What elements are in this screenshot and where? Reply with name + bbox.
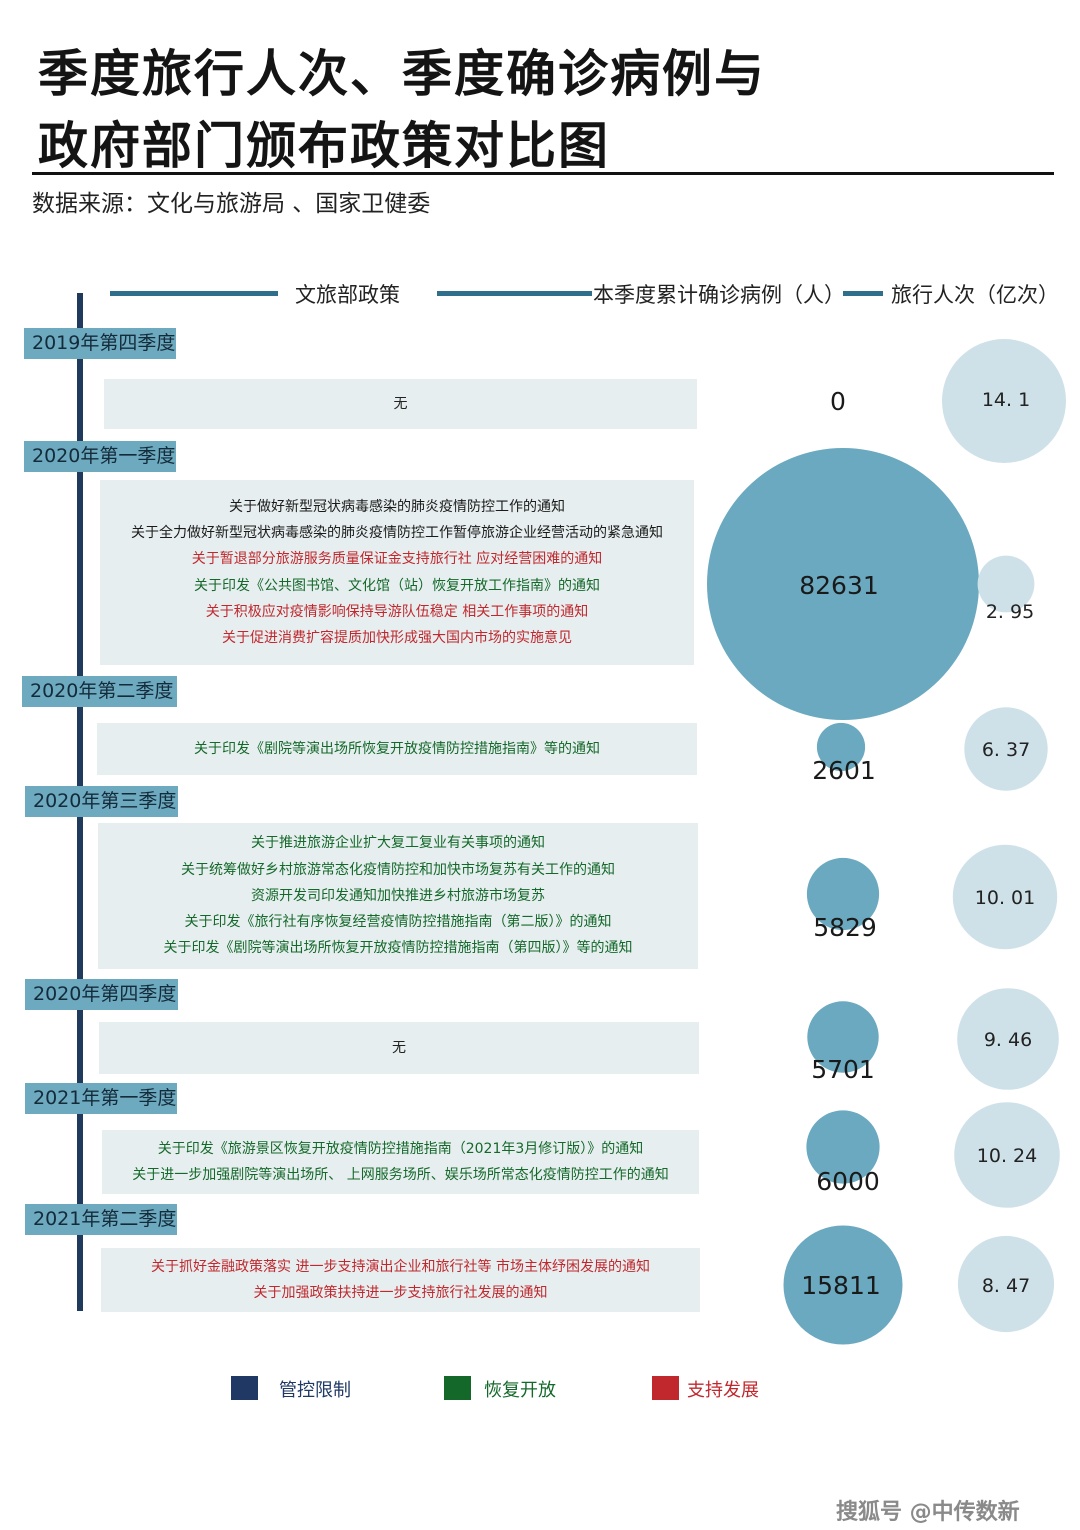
- policy-item: 关于印发《旅游景区恢复开放疫情防控措施指南（2021年3月修订版）》的通知: [157, 1140, 644, 1157]
- cases-value-label: 2601: [812, 756, 876, 785]
- policy-item: 关于统筹做好乡村旅游常态化疫情防控和加快市场复苏有关工作的通知: [181, 861, 615, 878]
- policy-item: 关于暂退部分旅游服务质量保证金支持旅行社 应对经营困难的通知: [191, 551, 603, 568]
- legend-label-control: 管控限制: [279, 1380, 351, 1401]
- title-divider: [32, 172, 1054, 175]
- header-line-left: [110, 291, 278, 296]
- cases-value-label: 0: [830, 387, 846, 416]
- cases-value-label: 6000: [816, 1167, 880, 1196]
- travel-bubble: [952, 844, 1058, 950]
- policy-item: 关于进一步加强剧院等演出场所、 上网服务场所、娱乐场所常态化疫情防控工作的通知: [132, 1167, 669, 1183]
- cases-bubble: [816, 722, 866, 772]
- travel-value-label: 9. 46: [984, 1029, 1032, 1051]
- travel-value-label: 8. 47: [982, 1275, 1030, 1297]
- policy-item: 关于积极应对疫情影响保持导游队伍稳定 相关工作事项的通知: [205, 603, 589, 620]
- policy-box: 关于做好新型冠状病毒感染的肺炎疫情防控工作的通知关于全力做好新型冠状病毒感染的肺…: [100, 480, 694, 665]
- travel-value-label: 6. 37: [982, 739, 1030, 761]
- cases-value-label: 82631: [799, 571, 879, 600]
- policy-item: 关于印发《旅行社有序恢复经营疫情防控措施指南（第二版）》的通知: [184, 914, 612, 931]
- quarter-tag: 2019年第四季度: [24, 328, 176, 359]
- quarter-tag: 2021年第二季度: [25, 1204, 177, 1235]
- policy-item: 无: [392, 1039, 406, 1056]
- policy-item: 关于促进消费扩容提质加快形成强大国内市场的实施意见: [222, 629, 572, 646]
- policy-item: 关于印发《剧院等演出场所恢复开放疫情防控措施指南（第四版）》等的通知: [163, 940, 633, 957]
- policy-item: 关于全力做好新型冠状病毒感染的肺炎疫情防控工作暂停旅游企业经营活动的紧急通知: [131, 525, 663, 542]
- quarter-tag: 2020年第三季度: [25, 786, 178, 817]
- policy-box: 关于推进旅游企业扩大复工复业有关事项的通知关于统筹做好乡村旅游常态化疫情防控和加…: [98, 823, 698, 969]
- page-title-line2: 政府部门颁布政策对比图: [38, 117, 610, 175]
- legend-label-support: 支持发展: [687, 1380, 759, 1401]
- travel-value-label: 14. 1: [982, 389, 1030, 411]
- policy-item: 关于印发《公共图书馆、文化馆（站）恢复开放工作指南》的通知: [194, 577, 600, 594]
- legend-swatch-reopen: [444, 1376, 471, 1400]
- cases-value-label: 5701: [811, 1055, 875, 1084]
- cases-bubble: [707, 448, 979, 720]
- travel-bubble: [957, 1235, 1055, 1333]
- travel-bubble: [964, 707, 1048, 791]
- header-travel: 旅行人次（亿次）: [891, 283, 1059, 307]
- travel-bubble: [942, 339, 1066, 463]
- quarter-tag: 2020年第二季度: [22, 676, 177, 707]
- header-line-right: [843, 291, 883, 296]
- data-source: 数据来源：文化与旅游局 、国家卫健委: [32, 191, 431, 217]
- policy-box: 关于抓好金融政策落实 进一步支持演出企业和旅行社等 市场主体纾困发展的通知关于加…: [101, 1248, 700, 1312]
- policy-item: 关于印发《剧院等演出场所恢复开放疫情防控措施指南》等的通知: [194, 740, 600, 757]
- policy-item: 关于抓好金融政策落实 进一步支持演出企业和旅行社等 市场主体纾困发展的通知: [151, 1258, 650, 1275]
- header-policy: 文旅部政策: [295, 283, 400, 307]
- policy-box: 关于印发《剧院等演出场所恢复开放疫情防控措施指南》等的通知: [97, 723, 697, 775]
- cases-value-label: 15811: [801, 1271, 881, 1300]
- legend-swatch-control: [231, 1376, 258, 1400]
- policy-item: 关于加强政策扶持进一步支持旅行社发展的通知: [253, 1285, 548, 1301]
- travel-bubble: [977, 555, 1035, 613]
- policy-item: 关于做好新型冠状病毒感染的肺炎疫情防控工作的通知: [229, 498, 565, 515]
- quarter-tag: 2020年第一季度: [24, 441, 176, 472]
- travel-value-label: 10. 24: [977, 1145, 1037, 1167]
- policy-box: 关于印发《旅游景区恢复开放疫情防控措施指南（2021年3月修订版）》的通知关于进…: [102, 1130, 699, 1194]
- travel-value-label: 10. 01: [975, 887, 1035, 909]
- policy-item: 关于推进旅游企业扩大复工复业有关事项的通知: [251, 835, 545, 852]
- page-title-line1: 季度旅行人次、季度确诊病例与: [38, 45, 766, 103]
- policy-box: 无: [99, 1022, 699, 1074]
- quarter-tag: 2021年第一季度: [25, 1083, 177, 1114]
- quarter-tag: 2020年第四季度: [25, 979, 178, 1010]
- cases-bubble: [807, 1001, 879, 1073]
- cases-bubble: [806, 1110, 880, 1184]
- policy-item: 无: [393, 395, 408, 412]
- legend-swatch-support: [652, 1376, 679, 1400]
- policy-box: 无: [104, 379, 697, 429]
- policy-item: 资源开发司印发通知加快推进乡村旅游市场复苏: [251, 887, 545, 904]
- cases-bubble: [806, 857, 880, 931]
- travel-value-label: 2. 95: [986, 601, 1034, 623]
- legend-label-reopen: 恢复开放: [484, 1380, 556, 1401]
- watermark: 搜狐号 @中传数新: [836, 1500, 1020, 1525]
- travel-bubble: [954, 1102, 1060, 1208]
- travel-bubble: [957, 988, 1059, 1090]
- cases-bubble: [783, 1225, 903, 1345]
- header-line-mid: [437, 291, 592, 296]
- header-cases: 本季度累计确诊病例（人）: [593, 283, 845, 307]
- cases-value-label: 5829: [813, 913, 877, 942]
